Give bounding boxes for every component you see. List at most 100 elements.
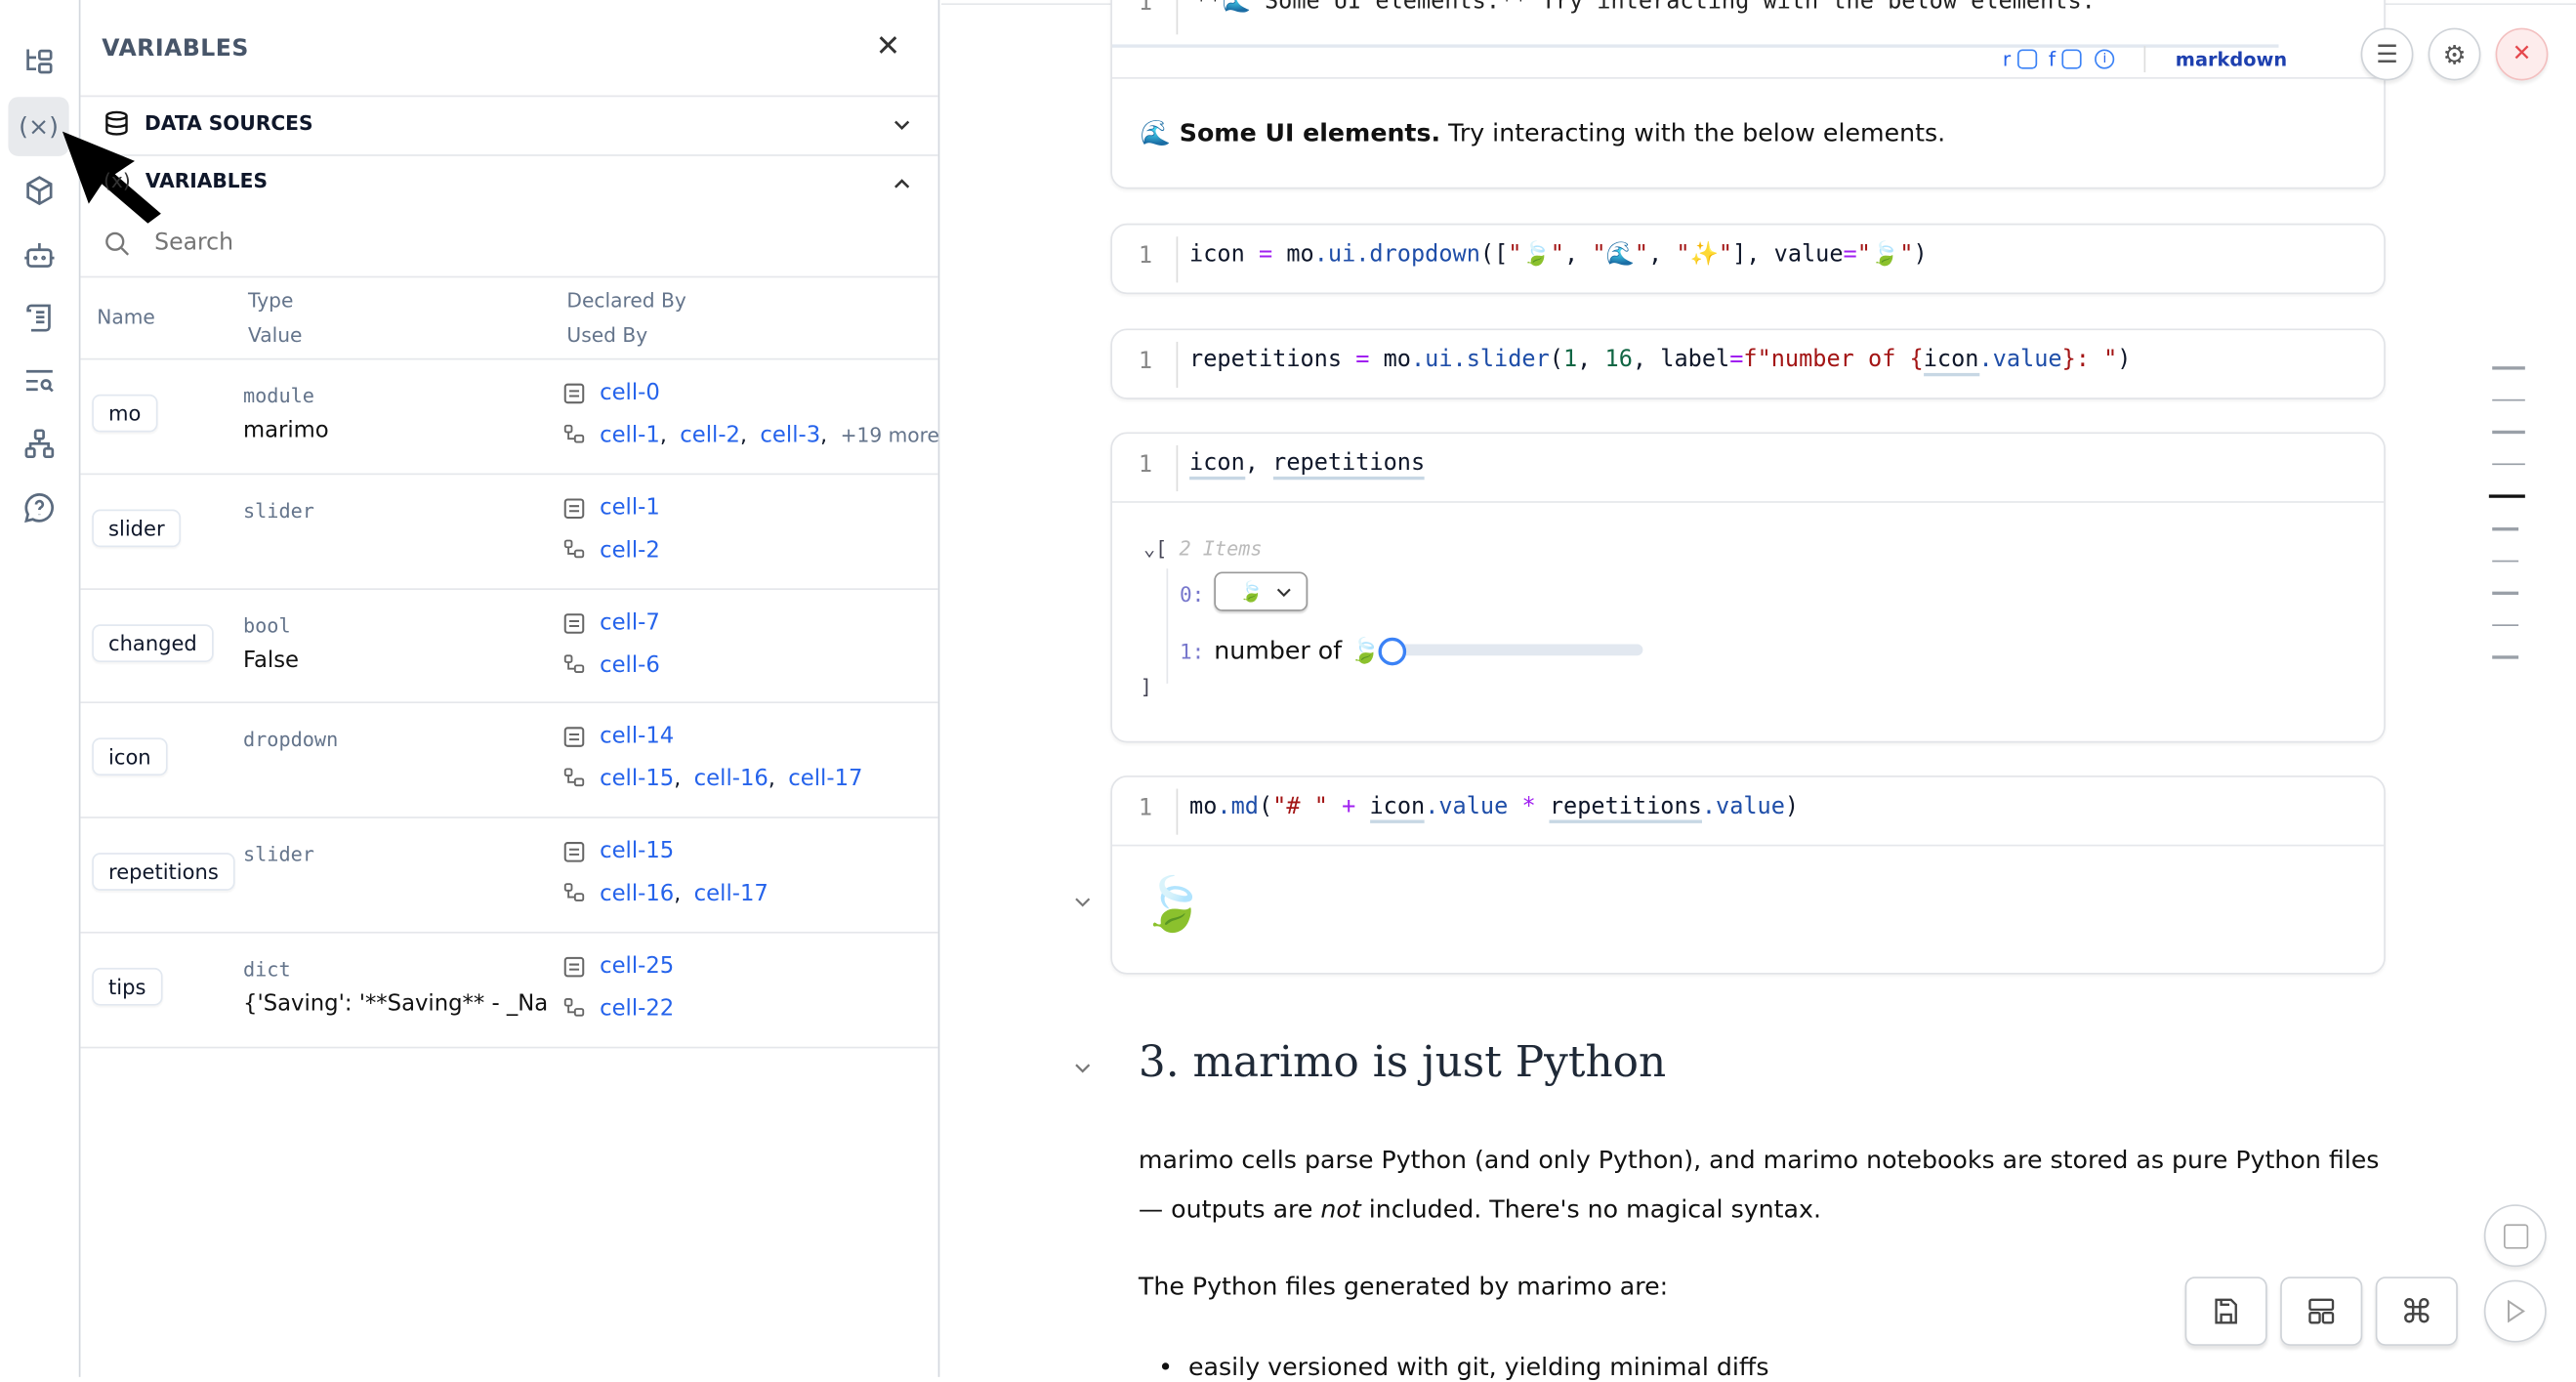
variables-panel: VARIABLES ✕ DATA SOURCES (x) VARIABLES N… [80,0,940,1377]
variable-row[interactable]: tips dict {'Saving': '**Saving** - _Na..… [80,932,937,1047]
icon-dropdown[interactable]: 🍃 [1214,571,1309,611]
variable-row[interactable]: repetitions slider cell-15 cell-16,cell-… [80,817,937,932]
variable-row[interactable]: mo module marimo cell-0 cell-1,cell-2,ce… [80,358,939,474]
markdown-cell[interactable]: 1 **🌊 Some UI elements.** Try interactin… [1110,0,2386,189]
cell-link[interactable]: cell-16 [693,766,769,793]
settings-button[interactable]: ⚙ [2428,27,2481,81]
cell-link[interactable]: cell-16 [600,881,675,908]
variable-type: slider [242,499,314,523]
cell-link[interactable]: cell-1 [600,494,660,521]
raw-string-toggle[interactable] [2016,49,2038,69]
json-tree-toggle[interactable]: ⌄[ 2 Items [1143,537,1263,561]
stop-icon [2503,1223,2528,1248]
chevron-up-icon[interactable] [893,174,912,193]
column-header-type[interactable]: Type [248,289,294,313]
save-button[interactable] [2184,1277,2267,1346]
variable-name-badge[interactable]: changed [92,623,214,662]
delete-cell-button[interactable]: ✕ [2495,27,2549,81]
minimap-cell-marker[interactable] [2492,463,2525,466]
used-by-links: cell-22 [600,996,674,1023]
minimap-cell-marker[interactable] [2492,366,2525,369]
cell-link[interactable]: cell-0 [600,379,660,406]
code-editor[interactable]: icon, repetitions [1189,449,1426,481]
markdown-toolbar: r f i markdown [2003,46,2288,73]
minimap-cell-marker[interactable] [2492,398,2525,401]
command-palette-button[interactable]: ⌘ [2375,1277,2458,1346]
run-button[interactable] [2483,1279,2547,1343]
minimap-cell-marker[interactable] [2488,495,2525,498]
chevron-down-icon[interactable] [893,115,912,135]
packages-button[interactable] [8,161,68,221]
list-search-icon [25,369,53,393]
minimap-cell-marker[interactable] [2492,560,2519,563]
cell-link[interactable]: cell-3 [760,422,821,449]
cell-link[interactable]: cell-22 [600,995,675,1023]
variables-button[interactable]: (×) [8,97,69,156]
code-cell-tuple[interactable]: 1 icon, repetitions ⌄[ 2 Items 0: 🍃 1: n… [1110,432,2386,743]
gear-icon: ⚙ [2442,38,2467,70]
cell-link[interactable]: cell-6 [600,651,660,679]
cell-link[interactable]: cell-2 [680,422,741,449]
cell-link[interactable]: cell-15 [600,766,675,793]
variable-type: dropdown [242,728,339,752]
variable-name-badge[interactable]: tips [92,967,163,1006]
search-input[interactable] [150,228,815,259]
file-explorer-button[interactable] [8,33,68,93]
code-cell-md[interactable]: 1 mo.md("# " + icon.value * repetitions.… [1110,775,2386,975]
code-editor[interactable]: mo.md("# " + icon.value * repetitions.va… [1189,793,1799,823]
cell-link[interactable]: cell-17 [693,881,769,908]
minimap-cell-marker[interactable] [2492,655,2519,659]
variable-search[interactable] [104,228,925,259]
collapse-section-chevron-icon[interactable] [1073,1058,1093,1077]
declared-by-links: cell-7 [600,608,660,635]
declared-by-cell-icon [563,383,585,404]
variable-icon: (×) [19,111,59,142]
dependency-graph-button[interactable] [8,414,68,474]
cell-link[interactable]: cell-2 [600,536,660,564]
ai-assistant-button[interactable] [8,225,68,284]
cell-link[interactable]: cell-7 [600,608,660,636]
code-editor[interactable]: **🌊 Some UI elements.** Try interacting … [1194,0,2096,16]
declared-by-links: cell-15 [600,838,674,864]
variable-row[interactable]: icon dropdown cell-14 cell-15,cell-16,ce… [80,702,937,817]
search-outline-button[interactable] [8,352,68,411]
variable-name-badge[interactable]: slider [92,509,182,547]
minimap-cell-marker[interactable] [2492,431,2525,434]
minimap-cell-marker[interactable] [2492,623,2519,627]
code-cell-dropdown[interactable]: 1 icon = mo.ui.dropdown(["🍃", "🌊", "✨"],… [1110,223,2386,295]
cell-actions-button[interactable]: ☰ [2360,27,2414,81]
cell-link[interactable]: cell-17 [788,766,863,793]
cell-link[interactable]: cell-15 [600,838,675,865]
code-editor[interactable]: icon = mo.ui.dropdown(["🍃", "🌊", "✨"], v… [1189,241,1928,269]
code-cell-slider[interactable]: 1 repetitions = mo.ui.slider(1, 16, labe… [1110,328,2386,399]
variable-icon: (x) [103,169,131,192]
language-toggle[interactable]: markdown [2175,47,2288,71]
cell-link[interactable]: cell-14 [600,723,675,750]
variable-row[interactable]: slider slider cell-1 cell-2 [80,473,937,588]
more-cells-link[interactable]: +19 more [840,424,939,447]
minimap-cell-marker[interactable] [2492,527,2519,530]
repetitions-slider[interactable] [1391,644,1643,656]
file-tree-icon [25,49,52,74]
slider-thumb[interactable] [1378,637,1407,666]
cell-link[interactable]: cell-1 [600,422,660,449]
variable-name-badge[interactable]: mo [92,394,158,433]
command-icon: ⌘ [2399,1291,2433,1331]
close-panel-button[interactable]: ✕ [876,29,900,63]
cell-link[interactable]: cell-25 [600,952,675,980]
column-header-name[interactable]: Name [97,305,155,329]
variable-name-badge[interactable]: repetitions [92,853,235,892]
variable-name-badge[interactable]: icon [92,738,168,776]
interrupt-button[interactable] [2483,1204,2547,1268]
data-sources-section-toggle[interactable]: DATA SOURCES [104,110,313,137]
minimap-cell-marker[interactable] [2492,591,2519,595]
layout-button[interactable] [2280,1277,2363,1346]
variables-section-toggle[interactable]: (x) VARIABLES [104,169,268,192]
collapse-output-chevron-icon[interactable] [1073,893,1093,912]
help-button[interactable] [8,479,68,538]
info-icon[interactable]: i [2095,49,2115,69]
variable-row[interactable]: changed bool False cell-7 cell-6 [80,588,937,703]
fstring-toggle[interactable] [2061,49,2082,69]
code-editor[interactable]: repetitions = mo.ui.slider(1, 16, label=… [1189,346,2131,377]
logs-button[interactable] [8,287,68,347]
